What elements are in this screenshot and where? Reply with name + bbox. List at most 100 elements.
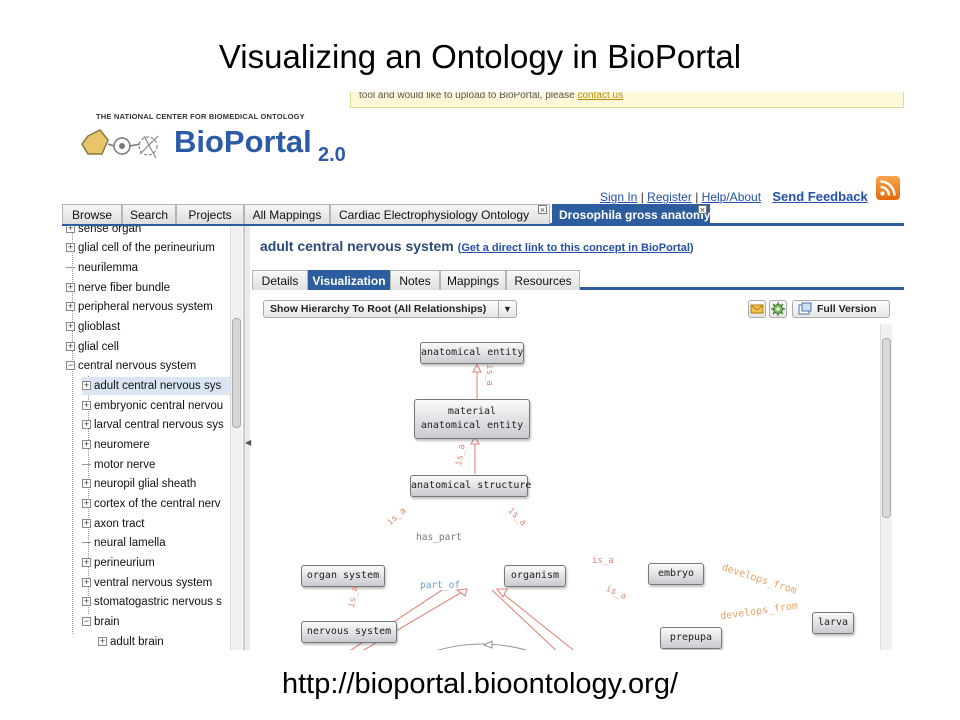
tree-item-label: perineurium: [94, 557, 155, 569]
full-version-button[interactable]: Full Version: [792, 300, 890, 318]
scrollbar-thumb[interactable]: [882, 338, 891, 518]
expand-icon[interactable]: +: [66, 321, 75, 332]
tree-item[interactable]: +sense organ: [66, 226, 141, 238]
direct-link[interactable]: Get a direct link to this concept in Bio…: [461, 242, 690, 254]
tree-item[interactable]: +neuropil glial sheath: [82, 475, 196, 493]
graph-node-organism[interactable]: organism: [504, 565, 566, 587]
tree-item-selected[interactable]: +adult central nervous sys: [82, 377, 242, 395]
tree-item[interactable]: motor nerve: [82, 456, 155, 474]
expand-icon[interactable]: +: [66, 242, 75, 253]
send-feedback-link[interactable]: Send Feedback: [772, 189, 868, 204]
graph-node-anatomical-entity[interactable]: anatomical entity: [420, 342, 524, 364]
tree-item[interactable]: +peripheral nervous system: [66, 298, 213, 316]
register-link[interactable]: Register: [647, 190, 692, 204]
panel-splitter[interactable]: ◀: [244, 226, 252, 650]
class-tree: +sense organ +glial cell of the perineur…: [62, 226, 244, 650]
tree-item[interactable]: neural lamella: [82, 534, 166, 552]
expand-icon[interactable]: +: [82, 439, 91, 450]
expand-icon[interactable]: +: [66, 226, 75, 234]
tree-item-label: nerve fiber bundle: [78, 282, 171, 294]
tree-item[interactable]: +glioblast: [66, 318, 120, 336]
tree-item[interactable]: +stomatogastric nervous s: [82, 593, 222, 611]
slide-url: http://bioportal.bioontology.org/: [281, 668, 679, 700]
tab-browse[interactable]: Browse: [62, 204, 122, 224]
tree-item[interactable]: +glial cell: [66, 338, 119, 356]
tab-label: Cardiac Electrophysiology Ontology: [339, 208, 530, 222]
expand-icon[interactable]: +: [82, 478, 91, 489]
ontology-graph[interactable]: [252, 324, 892, 650]
edge-label-is-a: is_a: [483, 364, 494, 386]
settings-button[interactable]: [769, 300, 787, 318]
tree-leaf-line: [82, 464, 91, 466]
tab-drosophila-gross-anatomy[interactable]: Drosophila gross anatomy: [552, 204, 710, 224]
tab-notes[interactable]: Notes: [390, 270, 440, 290]
edge-is-a: [491, 589, 557, 650]
tree-item[interactable]: +cortex of the central nerv: [82, 495, 221, 513]
bioportal-logo[interactable]: THE NATIONAL CENTER FOR BIOMEDICAL ONTOL…: [70, 106, 370, 166]
scrollbar-thumb[interactable]: [232, 318, 241, 428]
expand-icon[interactable]: +: [82, 419, 91, 430]
expand-icon[interactable]: +: [82, 518, 91, 529]
tree-item[interactable]: neurilemma: [66, 259, 138, 277]
tab-search[interactable]: Search: [122, 204, 176, 224]
close-tab-icon[interactable]: ×: [698, 205, 707, 215]
graph-node-anatomical-structure[interactable]: anatomical structure: [410, 475, 531, 497]
tree-item-label: neural lamella: [94, 537, 166, 549]
tree-item[interactable]: +glial cell of the perineurium: [66, 239, 215, 257]
tree-item[interactable]: +perineurium: [82, 554, 155, 572]
contact-us-link[interactable]: contact us: [577, 92, 624, 101]
graph-node-embryo[interactable]: embryo: [648, 563, 704, 585]
expand-icon[interactable]: +: [82, 577, 91, 588]
arrowhead: [470, 435, 480, 445]
graph-node-organ-system[interactable]: organ system: [301, 565, 385, 587]
close-tab-icon[interactable]: ×: [538, 205, 547, 215]
graph-node-prepupa[interactable]: prepupa: [660, 627, 722, 649]
graph-node-material-anatomical-entity[interactable]: material anatomical entity: [414, 399, 530, 439]
tree-item[interactable]: −brain: [82, 613, 120, 631]
collapse-arrow-icon[interactable]: ◀: [245, 438, 252, 447]
graph-node-larva[interactable]: larva: [812, 612, 854, 634]
graph-scrollbar[interactable]: [880, 324, 892, 650]
tab-projects[interactable]: Projects: [176, 204, 244, 224]
tree-guide-line: [88, 376, 89, 614]
expand-icon[interactable]: +: [82, 596, 91, 607]
tree-item[interactable]: +axon tract: [82, 515, 145, 533]
arrowhead: [482, 640, 493, 649]
tree-item-label: adult brain: [110, 636, 164, 648]
expand-icon[interactable]: +: [82, 380, 91, 391]
email-button[interactable]: [748, 300, 766, 318]
tree-item[interactable]: +larval central nervous sys: [82, 416, 224, 434]
rss-feed-icon[interactable]: [876, 176, 900, 200]
graph-node-nervous-system[interactable]: nervous system: [301, 621, 397, 643]
tab-visualization[interactable]: Visualization: [308, 270, 390, 290]
collapse-icon[interactable]: −: [66, 360, 75, 371]
expand-icon[interactable]: +: [82, 400, 91, 411]
expand-icon[interactable]: +: [66, 301, 75, 312]
arrowhead: [455, 588, 468, 597]
tree-item[interactable]: −central nervous system: [66, 357, 196, 375]
chevron-down-icon[interactable]: ▼: [498, 301, 516, 317]
tab-resources[interactable]: Resources: [506, 270, 580, 290]
expand-icon[interactable]: +: [82, 498, 91, 509]
tree-item-label: peripheral nervous system: [78, 301, 213, 313]
tab-cardiac-electrophysiology-ontology[interactable]: Cardiac Electrophysiology Ontology: [330, 204, 550, 224]
expand-icon[interactable]: +: [66, 341, 75, 352]
tab-all-mappings[interactable]: All Mappings: [244, 204, 330, 224]
tree-item[interactable]: +embryonic central nervou: [82, 397, 223, 415]
tab-details[interactable]: Details: [252, 270, 308, 290]
expand-icon[interactable]: +: [98, 636, 107, 647]
tree-item-label: brain: [94, 616, 120, 628]
hierarchy-select[interactable]: Show Hierarchy To Root (All Relationship…: [263, 300, 517, 318]
tree-item[interactable]: +nerve fiber bundle: [66, 279, 170, 297]
tab-mappings[interactable]: Mappings: [440, 270, 506, 290]
expand-icon[interactable]: +: [82, 557, 91, 568]
tree-scrollbar[interactable]: [230, 226, 242, 650]
sign-in-link[interactable]: Sign In: [600, 190, 638, 204]
tree-item[interactable]: +adult brain: [98, 633, 164, 650]
tree-item[interactable]: +ventral nervous system: [82, 574, 212, 592]
tree-item[interactable]: +neuromere: [82, 436, 150, 454]
help-about-link[interactable]: Help/About: [701, 190, 762, 204]
collapse-icon[interactable]: −: [82, 616, 91, 627]
notice-bar: tool and would like to upload to BioPort…: [350, 92, 904, 108]
expand-icon[interactable]: +: [66, 282, 75, 293]
